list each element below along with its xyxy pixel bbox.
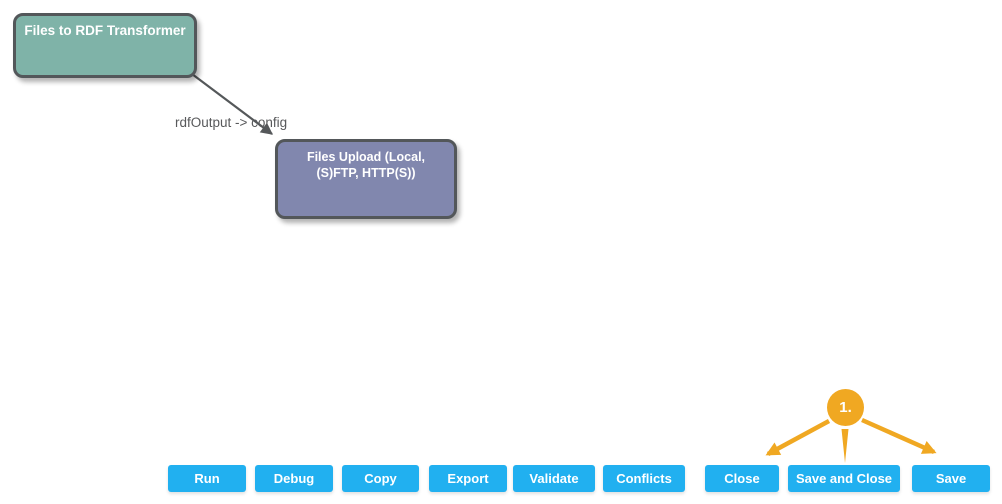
node-files-to-rdf-transformer[interactable]: Files to RDF Transformer [13,13,197,78]
close-button[interactable]: Close [705,465,779,492]
edge-mapping-label: rdfOutput -> config [175,115,288,130]
save-and-close-button[interactable]: Save and Close [788,465,900,492]
connector-arrow[interactable] [191,73,273,135]
save-button[interactable]: Save [912,465,990,492]
export-button[interactable]: Export [429,465,507,492]
copy-button[interactable]: Copy [342,465,419,492]
node-title: Files Upload (Local, (S)FTP, HTTP(S)) [306,150,426,180]
annotation-arrow-middle [841,429,849,463]
annotation-arrow-right [861,417,937,455]
node-title: Files to RDF Transformer [24,23,186,38]
annotation-arrow-left [765,419,831,456]
debug-button[interactable]: Debug [255,465,333,492]
conflicts-button[interactable]: Conflicts [603,465,685,492]
annotation-step-badge: 1. [827,389,864,426]
validate-button[interactable]: Validate [513,465,595,492]
run-button[interactable]: Run [168,465,246,492]
node-files-upload[interactable]: Files Upload (Local, (S)FTP, HTTP(S)) [275,139,457,219]
